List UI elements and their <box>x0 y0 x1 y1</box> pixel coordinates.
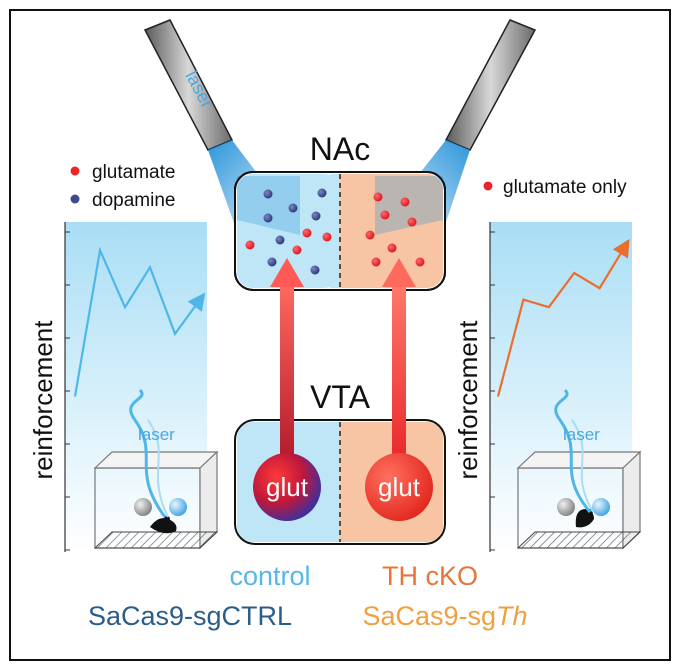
legend-right: glutamate only <box>483 177 627 198</box>
inactive-port <box>557 498 575 516</box>
nac-ko-particles <box>365 192 425 267</box>
left-reinforcement-chart <box>64 222 207 552</box>
laser-cable <box>129 388 167 518</box>
glut-neuron-ko <box>365 453 433 521</box>
glutamate-dot <box>371 257 381 267</box>
glut-neuron-control <box>253 453 321 521</box>
right-reinforcement-chart <box>489 222 632 552</box>
laser-left-box-label: laser <box>138 425 175 444</box>
figure-frame <box>9 9 671 661</box>
vta-label: VTA <box>310 379 371 415</box>
glutamate-dot <box>245 240 255 250</box>
dopamine-dot <box>275 235 285 245</box>
laser-right-box-label: laser <box>563 425 600 444</box>
nac-control-particles <box>245 188 332 275</box>
glutamate-dot <box>302 228 312 238</box>
dopamine-dot <box>267 257 277 267</box>
dopamine-dot <box>263 189 273 199</box>
left-y-axis-label: reinforcement <box>28 320 58 480</box>
laser-cable <box>554 388 592 513</box>
ko-construct-label: SaCas9-sgTh <box>362 601 527 631</box>
mouse-icon <box>150 518 177 534</box>
left-reinforcement-line <box>73 246 206 397</box>
right-y-axis-ticks <box>490 231 495 551</box>
glutamate-dot <box>415 257 425 267</box>
legend-dopamine-dot <box>70 194 80 204</box>
glutamate-dot <box>292 245 302 255</box>
glut-label-control: glut <box>266 472 309 502</box>
dopamine-dot <box>310 265 320 275</box>
left-behavior-box <box>93 388 219 550</box>
dopamine-dot <box>311 211 321 221</box>
inactive-port <box>134 498 152 516</box>
ko-construct-gene: Th <box>496 601 528 631</box>
legend-glutamate-only-label: glutamate only <box>503 177 627 198</box>
glutamate-dot <box>387 243 397 253</box>
legend-glutamate-dot <box>70 166 80 176</box>
projection-arrow-control <box>270 258 304 467</box>
glutamate-dot <box>407 217 417 227</box>
nac-region <box>234 171 446 291</box>
projection-arrow-ko <box>382 258 416 467</box>
active-port <box>169 498 187 516</box>
control-label: control <box>229 561 310 591</box>
glutamate-dot <box>380 210 390 220</box>
left-y-axis-ticks <box>65 231 70 551</box>
glutamate-dot <box>365 230 375 240</box>
dopamine-dot <box>263 213 273 223</box>
ko-construct-prefix: SaCas9-sg <box>362 601 496 631</box>
legend-left: glutamate dopamine <box>70 162 175 211</box>
legend-dopamine-label: dopamine <box>92 190 175 211</box>
glut-label-ko: glut <box>378 472 421 502</box>
legend-glutamate-label: glutamate <box>92 162 175 183</box>
right-reinforcement-line <box>496 238 630 397</box>
legend-glutamate-only-dot <box>483 181 493 191</box>
dopamine-dot <box>317 188 327 198</box>
nac-label: NAc <box>310 131 370 167</box>
glutamate-dot <box>322 232 332 242</box>
dopamine-dot <box>288 203 298 213</box>
ko-label: TH cKO <box>382 561 478 591</box>
active-port <box>592 498 610 516</box>
glutamate-dot <box>373 192 383 202</box>
control-construct-label: SaCas9-sgCTRL <box>88 601 292 631</box>
glutamate-dot <box>400 197 410 207</box>
right-behavior-box <box>516 388 642 550</box>
right-y-axis-label: reinforcement <box>453 320 483 480</box>
